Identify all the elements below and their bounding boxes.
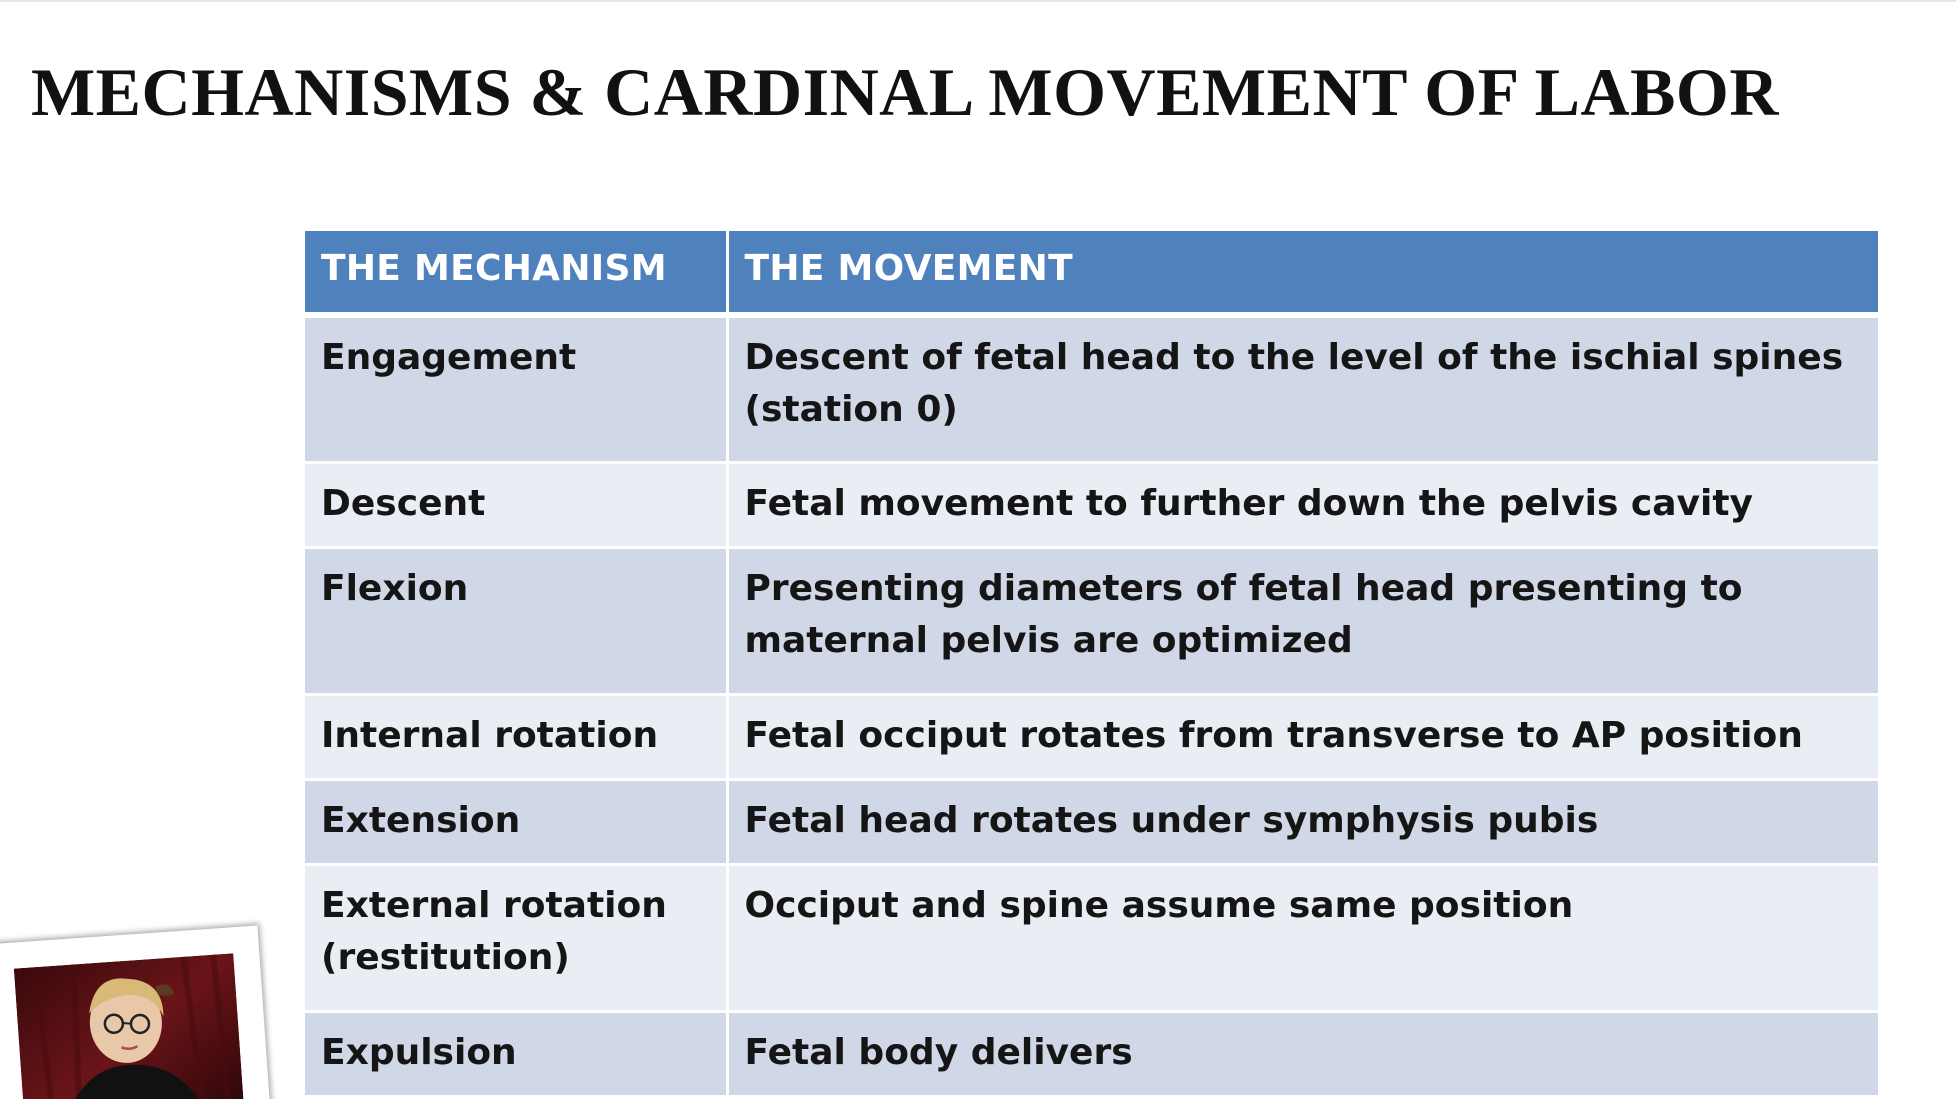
table-row: Engagement Descent of fetal head to the … [305,315,1878,464]
slide-title: MECHANISMS & CARDINAL MOVEMENT OF LABOR [31,54,1779,130]
header-movement: THE MOVEMENT [727,231,1878,318]
table-row: Descent Fetal movement to further down t… [305,462,1878,549]
table-header-row: THE MECHANISM THE MOVEMENT [305,231,1878,318]
table-row: Expulsion Fetal body delivers [305,1011,1878,1098]
table-row: External rotation (restitution) Occiput … [305,864,1878,1013]
mechanism-cell: Flexion [305,547,729,696]
mechanism-cell: Descent [305,462,729,549]
movement-cell: Fetal movement to further down the pelvi… [727,462,1878,549]
mechanism-cell: External rotation (restitution) [305,864,729,1013]
movement-cell: Presenting diameters of fetal head prese… [727,547,1878,696]
movement-cell: Fetal occiput rotates from transverse to… [727,694,1878,781]
table-row: Flexion Presenting diameters of fetal he… [305,547,1878,696]
header-mechanism: THE MECHANISM [305,231,729,318]
movement-cell: Occiput and spine assume same position [727,864,1878,1013]
person-photo [0,925,272,1099]
mechanism-table: THE MECHANISM THE MOVEMENT Engagement De… [305,231,1878,1098]
movement-cell: Fetal head rotates under symphysis pubis [727,779,1878,866]
top-divider [0,0,1956,2]
table-row: Internal rotation Fetal occiput rotates … [305,694,1878,781]
mechanism-cell: Expulsion [305,1011,729,1098]
mechanism-cell: Internal rotation [305,694,729,781]
person-photo-icon [13,953,245,1099]
mechanism-cell: Extension [305,779,729,866]
movement-cell: Fetal body delivers [727,1011,1878,1098]
table-row: Extension Fetal head rotates under symph… [305,779,1878,866]
movement-cell: Descent of fetal head to the level of th… [727,315,1878,464]
mechanism-cell: Engagement [305,315,729,464]
